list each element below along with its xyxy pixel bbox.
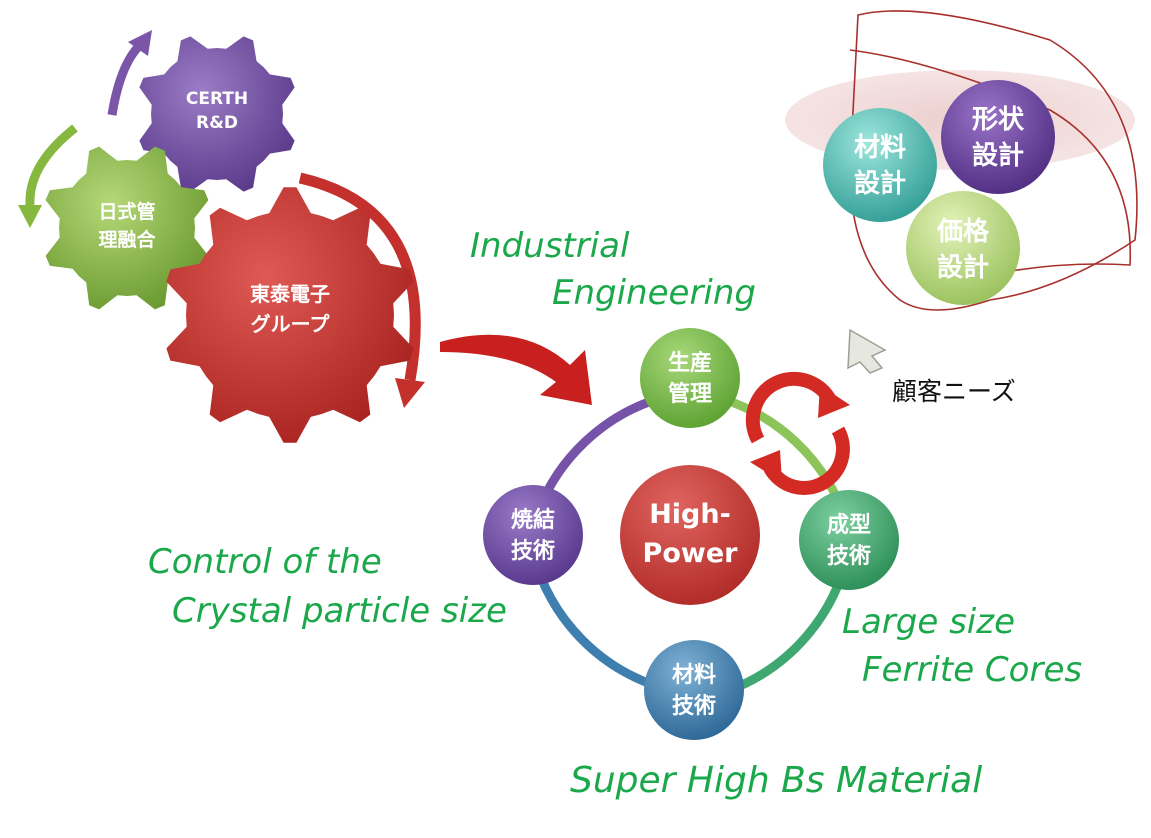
red-arrow-head bbox=[395, 378, 425, 408]
nihon-label-line1: 日式管 bbox=[98, 200, 155, 223]
customer-needs-label: 顧客ニーズ bbox=[892, 377, 1016, 406]
production-label-line1: 生産 bbox=[668, 350, 712, 376]
green-curved-arrow bbox=[25, 124, 78, 206]
sintering-node bbox=[483, 485, 583, 585]
center-label-line1: High- bbox=[649, 499, 731, 530]
flow-arrow bbox=[440, 334, 592, 405]
material-design-label-line1: 材料 bbox=[854, 133, 906, 163]
tohtai-label-line1: 東泰電子 bbox=[250, 282, 330, 306]
green-arrow-head bbox=[18, 205, 42, 228]
large-size-label-line1: Large size bbox=[842, 602, 1015, 642]
design-funnel-inner bbox=[849, 49, 1132, 281]
production-node bbox=[640, 328, 740, 428]
material-tech-label-line2: 技術 bbox=[672, 693, 716, 719]
price-design-label-line2: 設計 bbox=[937, 252, 989, 283]
large-size-label-line2: Ferrite Cores bbox=[862, 650, 1082, 690]
shape-design-label-line2: 設計 bbox=[972, 140, 1024, 171]
design-funnel-outer bbox=[849, 10, 1138, 311]
material-tech-label-line1: 材料 bbox=[672, 663, 716, 688]
material-design-label-line2: 設計 bbox=[854, 168, 906, 199]
sintering-label-line1: 焼結 bbox=[511, 507, 555, 533]
shape-design-node bbox=[941, 80, 1055, 194]
gear-nihon bbox=[45, 146, 209, 310]
forming-label-line1: 成型 bbox=[827, 513, 871, 538]
forming-node bbox=[799, 490, 899, 590]
gear-certh-shape bbox=[139, 36, 295, 192]
needs-arrow-icon bbox=[847, 328, 887, 374]
price-design-node bbox=[906, 191, 1020, 305]
certh-label-line2: R&D bbox=[196, 113, 238, 133]
red-curved-arrow bbox=[298, 172, 421, 381]
gear-nihon-shape bbox=[45, 146, 209, 310]
production-label-line2: 管理 bbox=[668, 381, 712, 407]
gear-certh bbox=[139, 36, 295, 192]
industrial-label-line2: Engineering bbox=[552, 273, 756, 313]
center-label-line2: Power bbox=[643, 538, 739, 569]
cycle-center-node bbox=[620, 465, 760, 605]
gear-tohtai bbox=[166, 187, 414, 443]
nihon-label-line2: 理融合 bbox=[98, 228, 156, 251]
tohtai-label-line2: グループ bbox=[251, 312, 331, 336]
material-tech-node bbox=[644, 640, 744, 740]
purple-arrow-head bbox=[128, 30, 152, 56]
shape-design-label-line1: 形状 bbox=[972, 105, 1025, 135]
certh-label-line1: CERTH bbox=[186, 89, 248, 109]
gear-tohtai-shape bbox=[166, 187, 414, 443]
sintering-label-line2: 技術 bbox=[511, 538, 555, 564]
purple-curved-arrow bbox=[107, 41, 144, 116]
crystal-label-line1: Control of the bbox=[148, 542, 382, 582]
industrial-label-line1: Industrial bbox=[470, 226, 630, 266]
material-design-node bbox=[823, 108, 937, 222]
refresh-icon bbox=[745, 371, 850, 495]
price-design-label-line1: 価格 bbox=[936, 216, 990, 247]
super-bs-label: Super High Bs Material bbox=[570, 760, 982, 801]
crystal-label-line2: Crystal particle size bbox=[172, 591, 507, 631]
forming-label-line2: 技術 bbox=[827, 543, 871, 569]
